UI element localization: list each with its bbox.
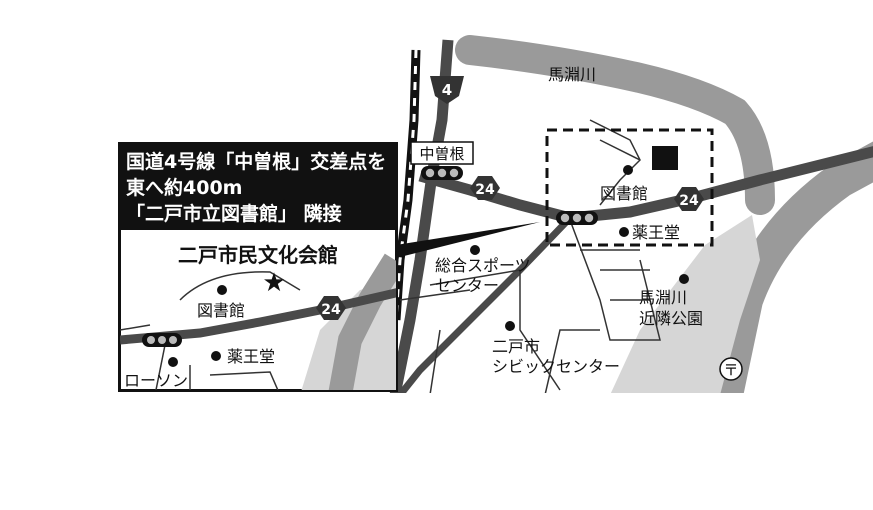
pharmacy-dot bbox=[619, 227, 629, 237]
svg-text:24: 24 bbox=[321, 302, 341, 318]
inset-river bbox=[328, 253, 396, 390]
park-label-1: 馬淵川 bbox=[639, 288, 687, 307]
library-label: 図書館 bbox=[600, 184, 648, 203]
inset-library-label: 図書館 bbox=[197, 301, 245, 320]
svg-text:中曽根: 中曽根 bbox=[419, 145, 464, 163]
civic-center-dot bbox=[505, 321, 515, 331]
park-area bbox=[610, 215, 760, 393]
river-mabuchi bbox=[455, 35, 775, 215]
inset-library-dot bbox=[217, 285, 227, 295]
cultural-hall-marker bbox=[652, 146, 678, 170]
route-24-shield-a: 24 bbox=[470, 176, 500, 200]
traffic-light-library bbox=[556, 211, 598, 225]
callout-line-3: 「二戸市立図書館」 隣接 bbox=[126, 202, 342, 225]
diagonal-road bbox=[397, 215, 573, 393]
pharmacy-label: 薬王堂 bbox=[632, 223, 680, 242]
svg-text:24: 24 bbox=[475, 182, 495, 198]
local-roads bbox=[399, 119, 661, 393]
sports-center-label-1: 総合スポーツ bbox=[435, 256, 531, 275]
inset-lawson-dot bbox=[168, 357, 178, 367]
inset-traffic-light bbox=[142, 333, 182, 347]
callout-line-2: 東へ約400m bbox=[126, 176, 242, 199]
civic-center-label-2: シビックセンター bbox=[492, 357, 620, 376]
park-label-2: 近隣公園 bbox=[639, 309, 703, 328]
inset-pharmacy-dot bbox=[211, 351, 221, 361]
park-dot bbox=[679, 274, 689, 284]
callout-pointer bbox=[396, 222, 540, 258]
river-label: 馬淵川 bbox=[548, 65, 596, 84]
inset-pharmacy-label: 薬王堂 bbox=[227, 347, 275, 366]
sports-center-dot bbox=[470, 245, 480, 255]
route-4-shield: 4 bbox=[430, 76, 464, 104]
star-icon: ★ bbox=[262, 268, 285, 298]
intersection-sign-nakasone: 中曽根 bbox=[410, 141, 474, 165]
library-dot bbox=[623, 165, 633, 175]
svg-text:4: 4 bbox=[442, 81, 452, 99]
route-24-shield-b: 24 bbox=[674, 187, 704, 211]
inset-map: 国道4号線「中曽根」交差点を 東へ約400m 「二戸市立図書館」 隣接 二戸市民… bbox=[118, 142, 398, 392]
inset-route-24-shield: 24 bbox=[316, 296, 346, 320]
route-4-road bbox=[389, 39, 454, 393]
target-area-box bbox=[545, 128, 714, 247]
main-map: 4 中曽根 24 24 bbox=[389, 35, 873, 393]
post-office-icon: 〒 bbox=[719, 357, 743, 381]
svg-text:24: 24 bbox=[679, 193, 699, 209]
svg-text:〒: 〒 bbox=[723, 361, 738, 379]
inset-title: 二戸市民文化会館 bbox=[178, 243, 338, 267]
sports-center-label-2: センター bbox=[435, 276, 499, 295]
traffic-light-nakasone bbox=[421, 166, 463, 180]
railway-dashes bbox=[394, 49, 418, 321]
callout-line-1: 国道4号線「中曽根」交差点を bbox=[126, 150, 386, 173]
civic-center-label-1: 二戸市 bbox=[492, 337, 540, 356]
inset-lawson-label: ローソン bbox=[124, 371, 188, 390]
